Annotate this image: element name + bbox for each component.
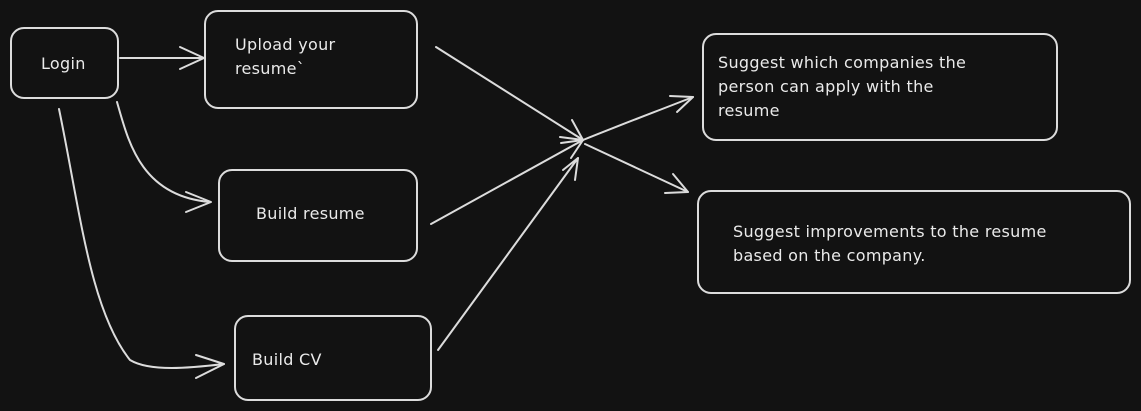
edge-merge-to-suggest-improvements — [584, 143, 689, 193]
edge-login-to-build-cv-arrowhead — [195, 354, 225, 379]
edge-login-to-build-resume — [116, 101, 211, 203]
edge-build-resume-to-merge — [430, 139, 584, 225]
build-cv-node[interactable]: Build CV — [234, 315, 432, 401]
upload-resume-node[interactable]: Upload your resume` — [204, 10, 418, 109]
build-cv-node-label: Build CV — [252, 350, 322, 369]
edge-build-cv-to-merge-arrowhead — [562, 157, 579, 181]
suggest-companies-node-label: Suggest which companies the person can a… — [718, 53, 967, 120]
edge-build-cv-to-merge — [437, 157, 579, 351]
suggest-companies-node[interactable]: Suggest which companies the person can a… — [702, 33, 1058, 141]
edge-login-to-build-resume-arrowhead — [185, 191, 212, 213]
upload-resume-node-label: Upload your resume` — [235, 35, 336, 78]
suggest-improvements-node[interactable]: Suggest improvements to the resume based… — [697, 190, 1131, 294]
edge-merge-to-suggest-improvements-arrowhead — [664, 173, 689, 194]
build-resume-node-label: Build resume — [256, 204, 365, 223]
login-node[interactable]: Login — [10, 27, 119, 99]
login-node-label: Login — [41, 54, 86, 73]
edge-merge-to-suggest-companies-arrowhead — [669, 95, 694, 113]
suggest-improvements-node-label: Suggest improvements to the resume based… — [733, 222, 1047, 265]
edge-login-to-build-cv — [58, 108, 225, 369]
edge-upload-to-merge — [435, 46, 584, 141]
build-resume-node[interactable]: Build resume — [218, 169, 418, 262]
edge-merge-to-suggest-companies — [582, 96, 694, 141]
